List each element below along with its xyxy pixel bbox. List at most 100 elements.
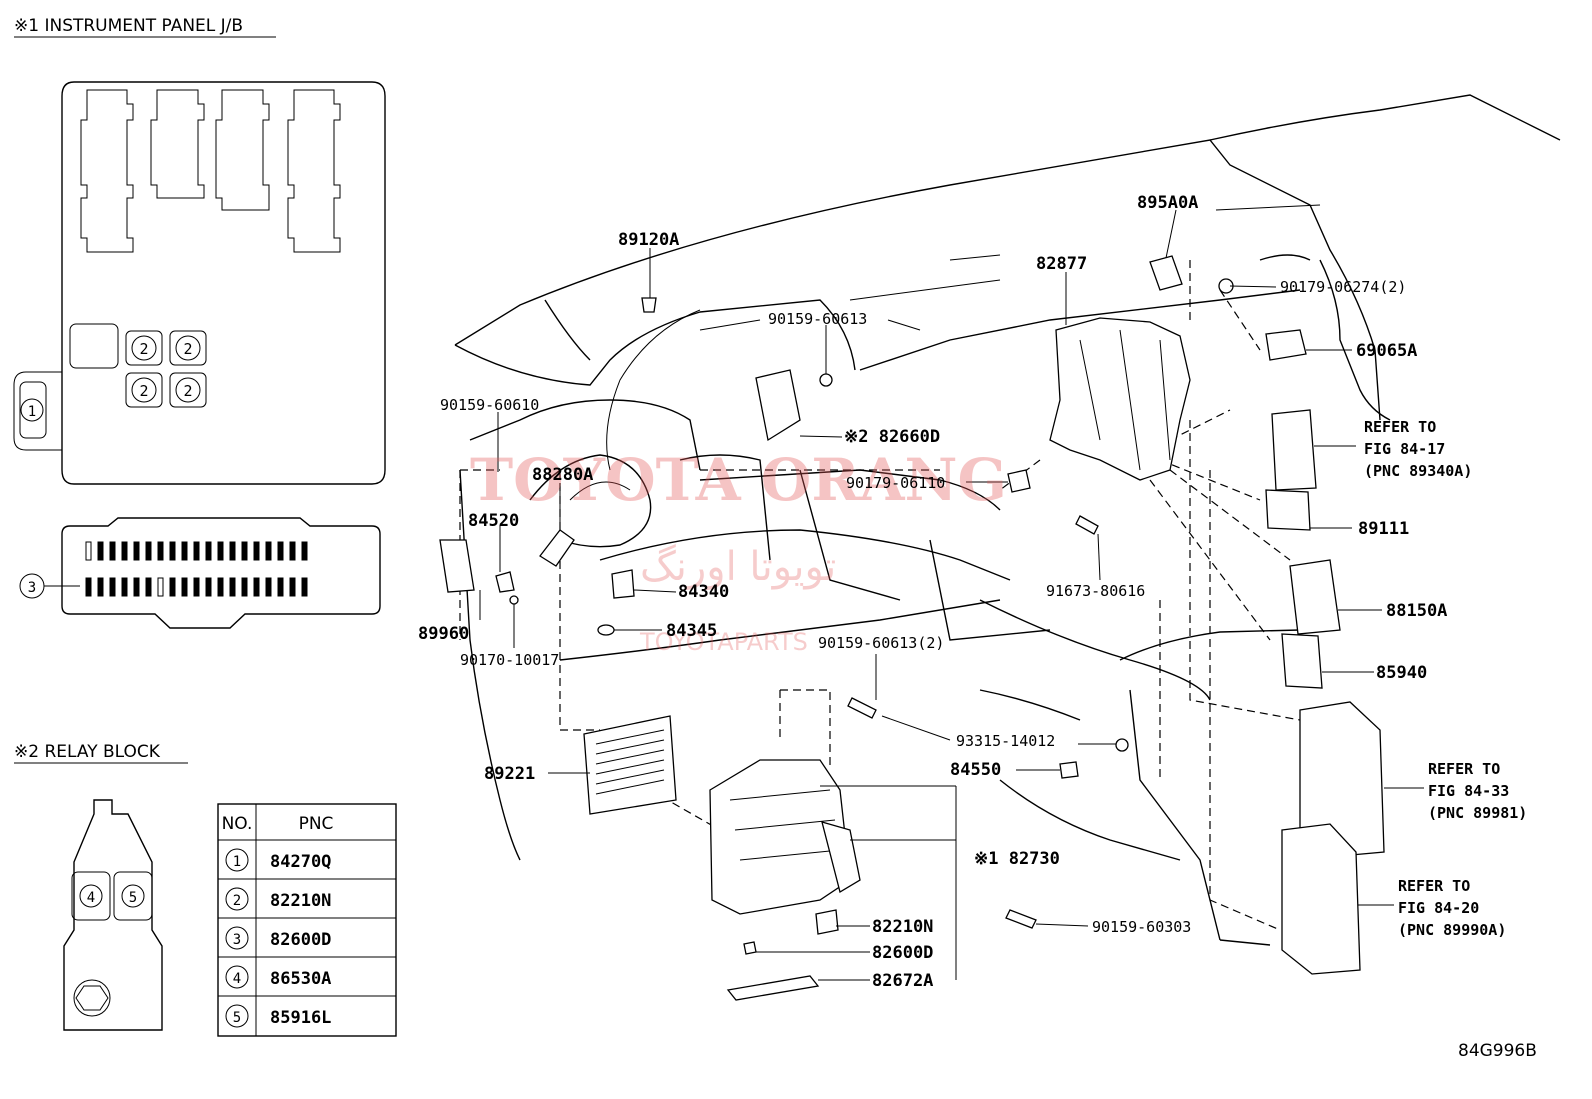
connector-pin (157, 541, 164, 561)
switch-88280a (539, 529, 575, 567)
leader-lines (479, 204, 1424, 981)
row-no: 5 (233, 1010, 241, 1026)
bolt-90159-60613 (847, 697, 877, 719)
row-no: 3 (233, 932, 241, 948)
label-88150a: 88150A (1386, 601, 1447, 621)
connector-pin (109, 577, 116, 597)
bracket-82877 (1049, 317, 1191, 481)
row-pnc: 84270Q (270, 852, 331, 872)
refer-1-line-3: (PNC 89340A) (1364, 462, 1472, 480)
switch-84520 (495, 571, 515, 593)
socket-label: 2 (183, 382, 192, 400)
blank-relay-socket (69, 323, 119, 369)
refer-1-line-1: REFER TO (1364, 418, 1436, 436)
relay-block-82660d (755, 369, 801, 442)
connector-pin (157, 577, 164, 597)
label-895a0a: 895A0A (1137, 193, 1198, 213)
connector-pin (289, 541, 296, 561)
label-90159-60610: 90159-60610 (440, 396, 539, 414)
figure-id: 84G996B (1458, 1041, 1537, 1061)
bolt (819, 373, 833, 387)
table-row: 5 85916L (225, 1004, 331, 1028)
fuse-slots (80, 89, 341, 253)
module-85940 (1281, 633, 1323, 689)
grommet-93315 (1115, 738, 1129, 752)
connector-pins (85, 577, 308, 597)
connector-pin (253, 541, 260, 561)
guide-lines (459, 260, 1301, 931)
label-90159-60303: 90159-60303 (1092, 918, 1191, 936)
label-89960: 89960 (418, 624, 469, 644)
connector-pin (85, 577, 92, 597)
relay-block-outline (63, 799, 163, 1031)
table-row: 1 84270Q (225, 848, 331, 872)
connector-pin (193, 577, 200, 597)
refer-1-line-2: FIG 84-17 (1364, 440, 1445, 458)
cover-82672a (726, 975, 820, 1001)
connector-82600d (743, 941, 757, 955)
connector-block-3: 3 (19, 517, 381, 629)
relay-895a0a (1149, 255, 1183, 291)
label-84345: 84345 (666, 621, 717, 641)
table-row: 3 82600D (225, 926, 331, 950)
row-pnc: 86530A (270, 969, 331, 989)
parts-shapes (439, 255, 1385, 1001)
junction-block-outline (61, 81, 386, 485)
clip-90179-06110 (1007, 469, 1031, 493)
connector-pin (265, 541, 272, 561)
connector-pin (301, 577, 308, 597)
connector-pin (265, 577, 272, 597)
side-socket-1: 1 (13, 371, 62, 451)
connector-pin (205, 541, 212, 561)
label-88280a: 88280A (532, 465, 593, 485)
connector-pin (145, 577, 152, 597)
refer-2-line-2: FIG 84-33 (1428, 782, 1509, 800)
watermark-main: TOYOTA ORANG (470, 446, 1007, 514)
row-pnc: 82600D (270, 930, 331, 950)
refer-2-line-1: REFER TO (1428, 760, 1500, 778)
label-91673-80616: 91673-80616 (1046, 582, 1145, 600)
label-93315-14012: 93315-14012 (956, 732, 1055, 750)
relay-sockets-2: 2 2 2 2 (125, 330, 207, 408)
label-90159-60613: 90159-60613 (768, 310, 867, 328)
table-row: 4 86530A (225, 965, 331, 989)
label-90159-60613-2: 90159-60613(2) (818, 634, 944, 652)
instrument-panel-title: ※1 INSTRUMENT PANEL J/B (14, 16, 243, 36)
table-header-pnc: PNC (299, 814, 334, 834)
connector-pin (85, 541, 92, 561)
ecu-88150a (1289, 559, 1341, 635)
label-84340: 84340 (678, 582, 729, 602)
watermark: TOYOTA ORANG تويوتا اورنگ TOYOTAPARTS (470, 446, 1007, 656)
bolt-91673 (1075, 515, 1099, 535)
connector-pin (181, 541, 188, 561)
socket-label: 2 (139, 340, 148, 358)
sensor-89960 (439, 539, 475, 593)
connector-pin (97, 577, 104, 597)
sensor-89120a (641, 297, 657, 313)
connector-pin (217, 541, 224, 561)
table-row: 2 82210N (225, 887, 331, 911)
connector-pin (121, 541, 128, 561)
row-no: 4 (233, 971, 241, 987)
label-89221: 89221 (484, 764, 535, 784)
label-82730: ※1 82730 (974, 849, 1060, 869)
connector-pin (277, 577, 284, 597)
bolt-90159-60303 (1005, 909, 1037, 929)
connector-pin (205, 577, 212, 597)
label-82877: 82877 (1036, 254, 1087, 274)
row-pnc: 82210N (270, 891, 331, 911)
label-82660d: ※2 82660D (844, 427, 940, 447)
socket-label: 1 (28, 404, 36, 420)
connector-pin (301, 541, 308, 561)
connector-pin (217, 577, 224, 597)
socket-label: 4 (87, 890, 95, 906)
connector-pin (133, 541, 140, 561)
switch-84340 (611, 569, 635, 599)
socket-label: 2 (183, 340, 192, 358)
ecu-refer-89990a (1281, 823, 1361, 975)
connector-pin (193, 541, 200, 561)
connector-pin (169, 577, 176, 597)
connector-pin (181, 577, 188, 597)
refer-3-line-2: FIG 84-20 (1398, 899, 1479, 917)
